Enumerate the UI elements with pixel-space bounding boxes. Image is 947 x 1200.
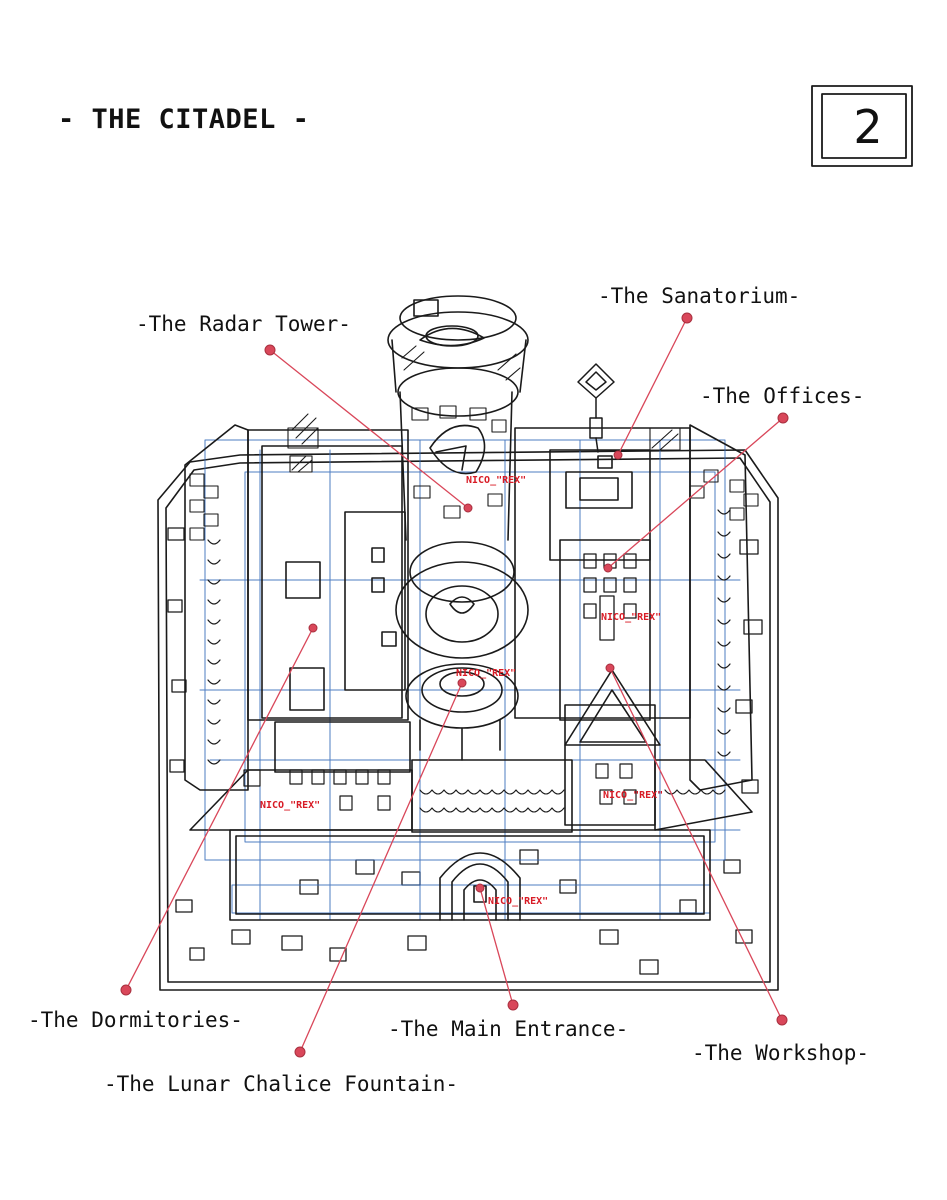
label-sanatorium: -The Sanatorium- (598, 284, 801, 308)
signature-tag: NICO_"REX" (260, 800, 321, 811)
signature-tag: NICO_"REX" (456, 668, 517, 679)
label-workshop: -The Workshop- (692, 1041, 870, 1065)
signature-tag: NICO_"REX" (466, 475, 527, 486)
label-dormitories: -The Dormitories- (28, 1008, 243, 1032)
label-radar-tower: -The Radar Tower- (136, 312, 351, 336)
page-title: - THE CITADEL - (58, 104, 310, 135)
label-main-entrance: -The Main Entrance- (388, 1017, 629, 1041)
label-offices: -The Offices- (700, 384, 865, 408)
label-lunar-chalice-fountain: -The Lunar Chalice Fountain- (104, 1072, 459, 1096)
signature-tag: NICO_"REX" (488, 896, 549, 907)
page-number: 2 (853, 100, 883, 154)
signature-tag: NICO_"REX" (601, 612, 662, 623)
signature-tag: NICO_"REX" (603, 790, 664, 801)
